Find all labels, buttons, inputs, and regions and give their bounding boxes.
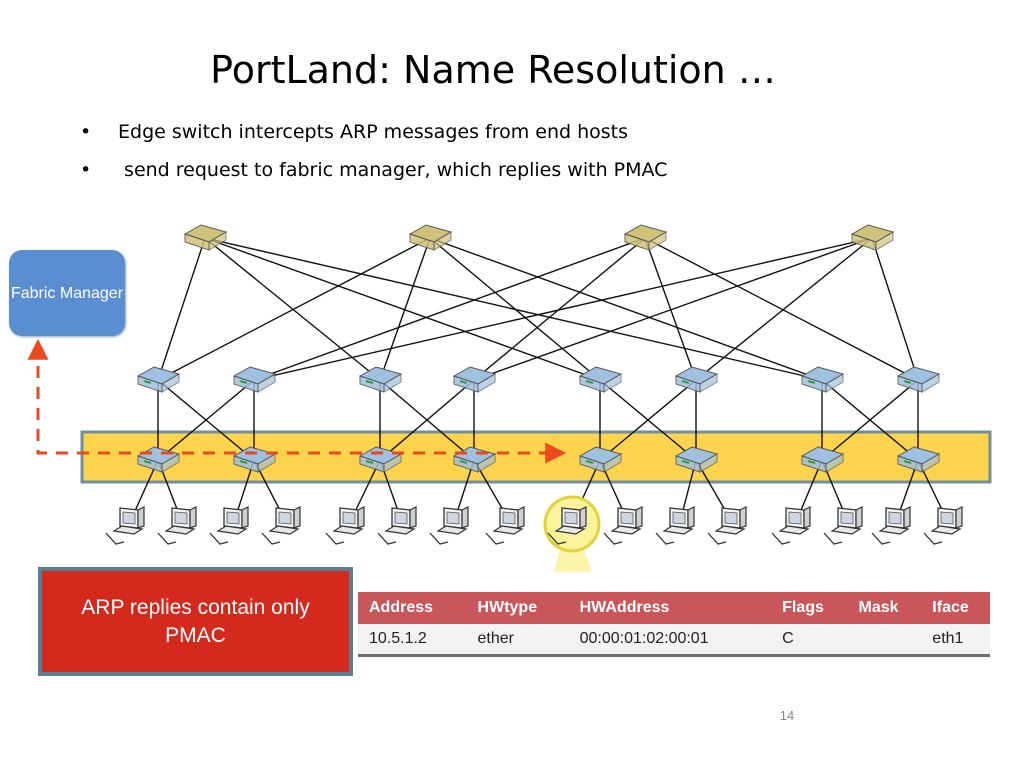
arp-table-header: Mask xyxy=(847,592,922,624)
arp-request-arrow xyxy=(36,345,558,455)
slide-title: PortLand: Name Resolution … xyxy=(210,48,776,92)
network-link xyxy=(599,379,697,461)
fat-tree-topology-diagram xyxy=(27,224,992,572)
host-computer-icon xyxy=(485,506,525,545)
aggregation-switch-icon xyxy=(232,366,277,393)
aggregation-switch-icon xyxy=(452,366,497,393)
arp-iface-cell: eth1 xyxy=(921,624,990,657)
bullet-text: send request to fabric manager, which re… xyxy=(118,159,668,181)
network-link xyxy=(379,379,475,461)
edge-switch-icon xyxy=(358,446,403,473)
highlighted-host-marker xyxy=(543,495,601,572)
arp-flags-cell: C xyxy=(771,624,848,657)
core-switch-icon xyxy=(850,224,895,251)
fabric-manager-box: Fabric Manager xyxy=(9,250,125,336)
network-link xyxy=(253,237,873,381)
arp-note-box: ARP replies contain only PMAC xyxy=(38,567,353,676)
arp-table-header: Address xyxy=(358,592,467,624)
aggregation-switch-layer xyxy=(136,366,941,393)
network-link xyxy=(253,237,646,381)
network-link xyxy=(644,237,697,381)
host-computer-icon xyxy=(429,506,469,545)
network-link xyxy=(429,237,601,381)
arp-table-header: Flags xyxy=(771,592,848,624)
aggregation-switch-icon xyxy=(358,366,403,393)
network-link xyxy=(429,237,823,381)
edge-switch-icon xyxy=(136,446,181,473)
host-computer-icon xyxy=(707,506,747,545)
host-computer-icon xyxy=(209,506,249,545)
arp-mask-cell xyxy=(847,624,922,657)
arp-table-header: Iface xyxy=(921,592,990,624)
bullet-item: • send request to fabric manager, which … xyxy=(78,156,667,194)
host-computer-icon xyxy=(105,506,145,545)
network-link xyxy=(473,237,646,381)
host-computer-icon xyxy=(603,506,643,545)
core-switch-icon xyxy=(408,224,453,251)
network-link xyxy=(204,237,823,381)
host-computer-icon xyxy=(771,506,811,545)
edge-switch-icon xyxy=(232,446,277,473)
arp-table-header: HWAddress xyxy=(568,592,772,624)
core-switch-icon xyxy=(183,224,228,251)
bullet-dot: • xyxy=(80,121,92,143)
arp-table: Address HWtype HWAddress Flags Mask Ifac… xyxy=(358,592,990,657)
network-link xyxy=(157,237,431,381)
host-computer-icon xyxy=(871,506,911,545)
aggregation-switch-icon xyxy=(674,366,719,393)
core-switch-layer xyxy=(183,224,895,251)
host-computer-icon xyxy=(325,506,365,545)
arp-table-header-row: Address HWtype HWAddress Flags Mask Ifac… xyxy=(358,592,990,624)
bullet-item: • Edge switch intercepts ARP messages fr… xyxy=(78,118,667,156)
edge-switch-icon xyxy=(800,446,845,473)
edge-switch-icon xyxy=(674,446,719,473)
host-computer-icon xyxy=(923,506,963,545)
host-computer-icon xyxy=(547,506,587,545)
arp-table-row: 10.5.1.2 ether 00:00:01:02:00:01 C eth1 xyxy=(358,624,990,657)
host-computer-icon xyxy=(261,506,301,545)
network-link xyxy=(821,379,919,461)
aggregation-switch-icon xyxy=(896,366,941,393)
network-link xyxy=(379,237,431,381)
arp-hwtype-cell: ether xyxy=(466,624,569,657)
network-link xyxy=(204,237,601,381)
bullet-dot: • xyxy=(80,159,92,181)
aggregation-switch-icon xyxy=(136,366,181,393)
host-computer-icon xyxy=(157,506,197,545)
host-layer xyxy=(105,506,963,545)
edge-switch-icon xyxy=(452,446,497,473)
host-computer-icon xyxy=(655,506,695,545)
arp-hwaddress-cell: 00:00:01:02:00:01 xyxy=(568,624,772,657)
bullet-list: • Edge switch intercepts ARP messages fr… xyxy=(78,118,667,194)
network-link xyxy=(157,237,206,381)
host-computer-icon xyxy=(377,506,417,545)
edge-switch-layer xyxy=(136,446,941,473)
host-computer-icon xyxy=(823,506,863,545)
edge-switch-icon xyxy=(896,446,941,473)
aggregation-switch-icon xyxy=(800,366,845,393)
page-number: 14 xyxy=(779,708,795,723)
edge-switch-icon xyxy=(578,446,623,473)
arp-address-cell: 10.5.1.2 xyxy=(358,624,467,657)
core-switch-icon xyxy=(623,224,668,251)
network-link xyxy=(473,237,873,381)
network-link xyxy=(644,237,919,381)
network-link xyxy=(157,379,255,461)
bullet-text: Edge switch intercepts ARP messages from… xyxy=(118,121,629,143)
network-link xyxy=(695,237,873,381)
arp-table-header: HWtype xyxy=(466,592,569,624)
edge-layer-band xyxy=(80,430,992,484)
aggregation-switch-icon xyxy=(578,366,623,393)
network-link xyxy=(871,237,919,381)
